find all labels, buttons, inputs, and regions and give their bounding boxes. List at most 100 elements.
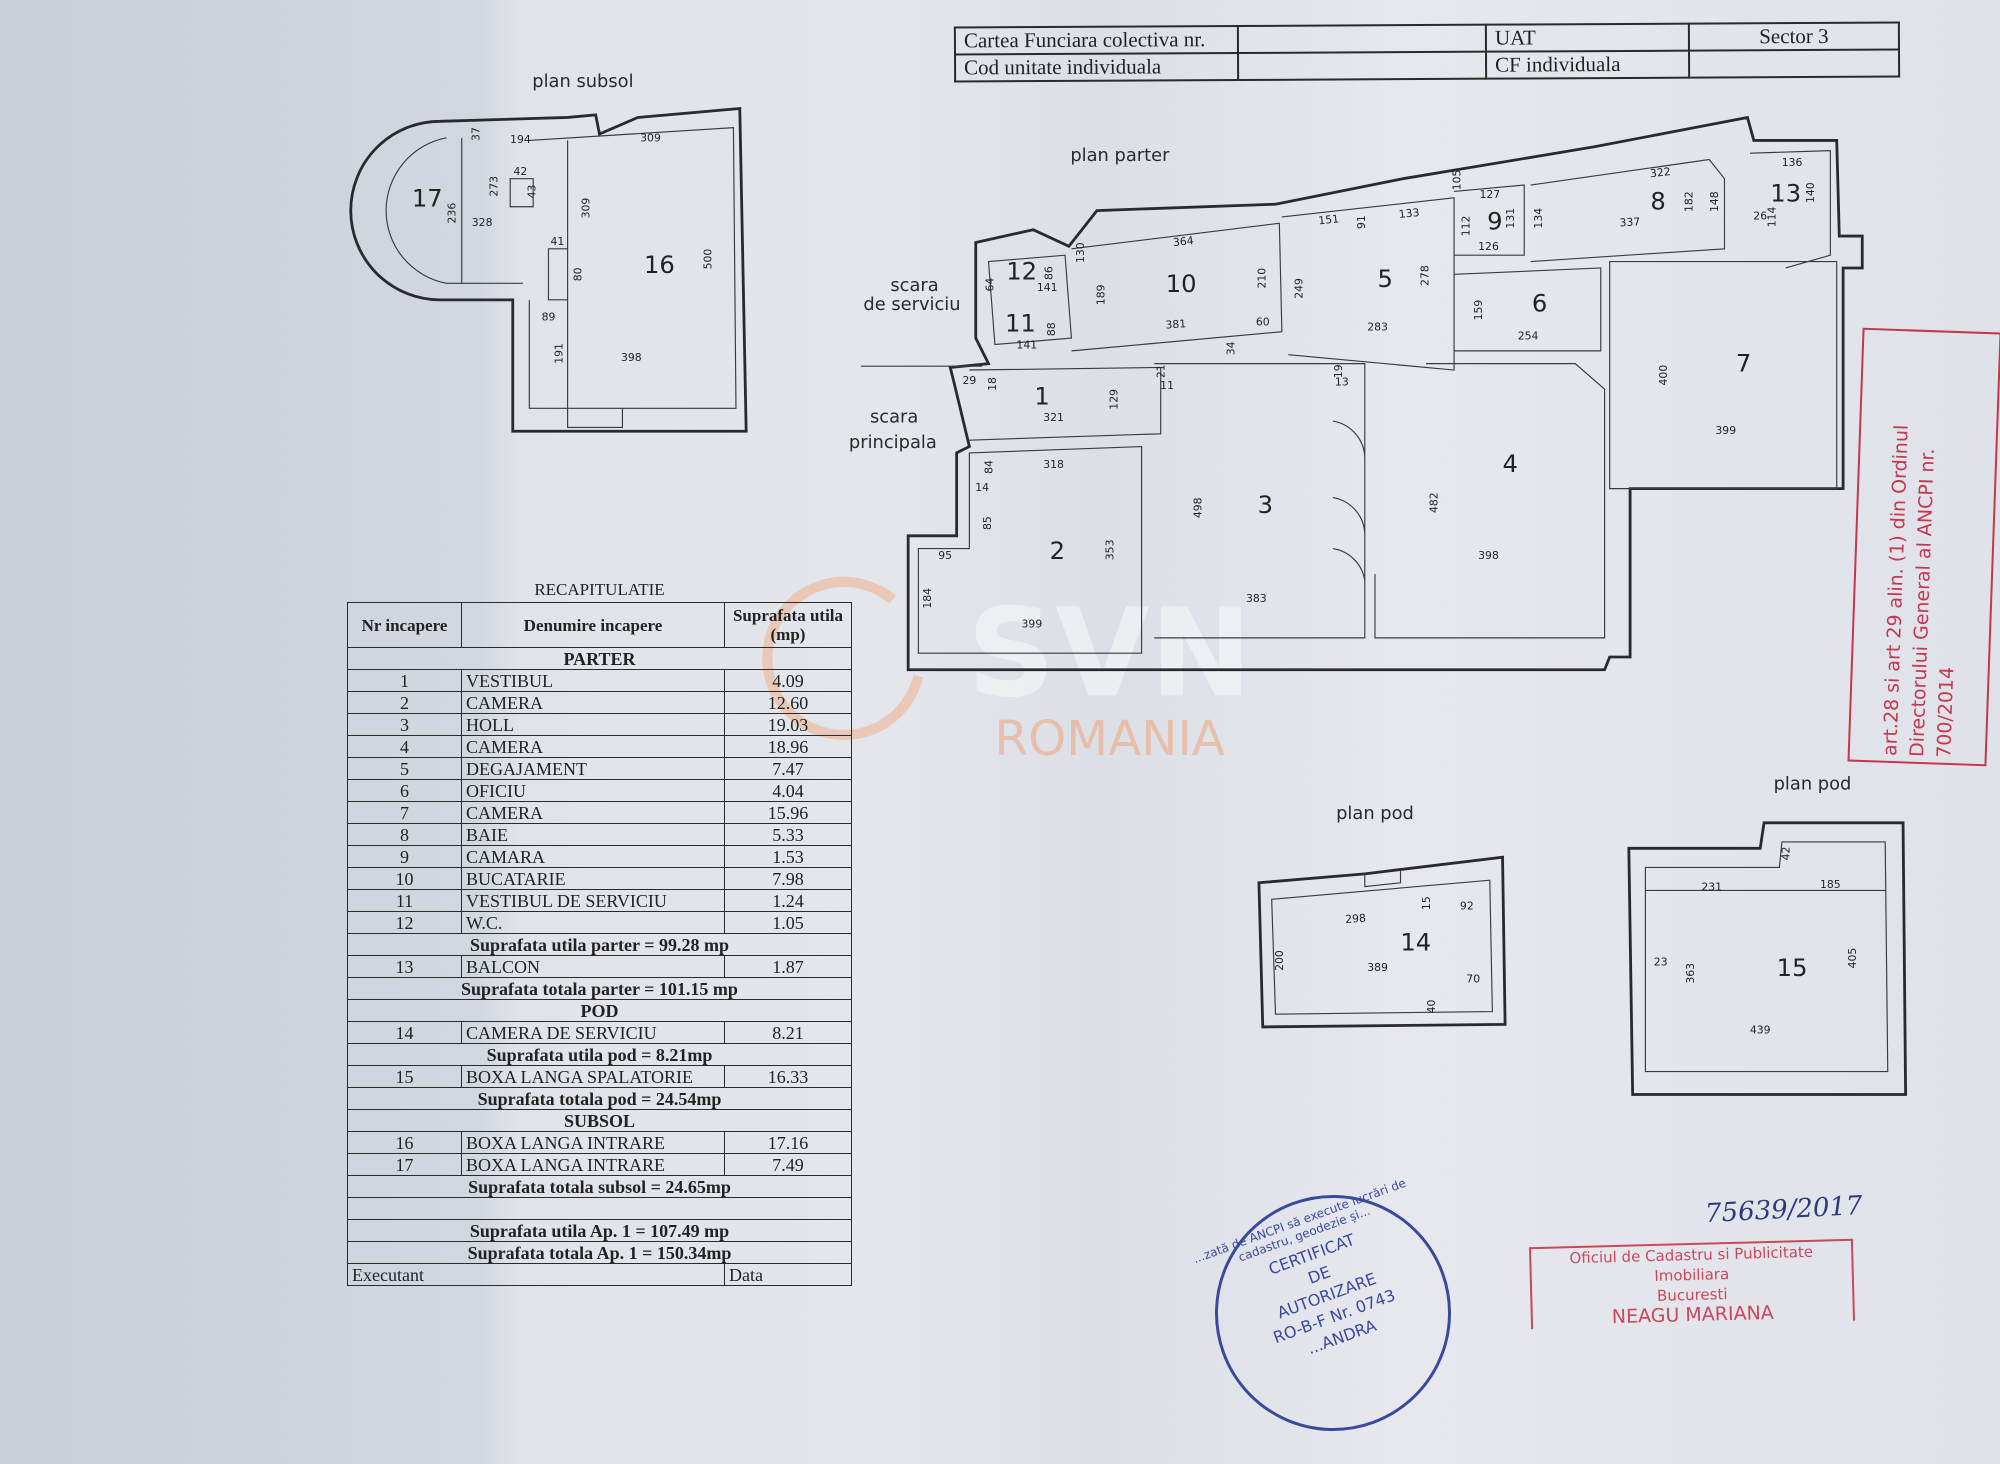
room-nr: 9 [347,845,462,868]
room-number: 5 [1377,265,1392,293]
subtotal-row: Suprafata utila pod = 8.21mp [347,1043,852,1066]
executant-label: Executant [347,1263,725,1286]
plan-pod-1: plan pod [1257,803,1507,1029]
recap-header-row: Nr incapere Denumire incapere Suprafata … [347,602,852,648]
dimension-label: 114 [1766,207,1779,228]
room-name: VESTIBUL [461,669,725,692]
service-stairs-label-1: scara [890,275,938,296]
dimension-label: 389 [1367,961,1388,974]
dimension-label: 134 [1532,208,1545,229]
room-number: 7 [1736,349,1751,377]
subtotal: Suprafata utila pod = 8.21mp [347,1043,852,1066]
room-number: 11 [1005,310,1036,338]
room-area: 1.53 [724,845,852,868]
dimension-label: 405 [1846,948,1859,969]
plan-subsol: plan subsol [349,71,748,433]
dimension-label: 398 [621,351,642,364]
plan-parter: plan parter scara de serviciu scara prin… [849,115,1864,672]
room-number: 3 [1258,491,1273,519]
room-nr: 2 [347,691,462,714]
room-number: 1 [1034,382,1049,410]
dimension-label: 13 [1335,375,1349,388]
room-name: DEGAJAMENT [461,757,725,780]
dimension-label: 363 [1684,963,1697,984]
dimension-label: 141 [1016,338,1037,351]
dimension-label: 400 [1657,365,1670,386]
room-number: 12 [1006,257,1037,285]
apartment-total: Suprafata totala Ap. 1 = 150.34mp [347,1241,852,1264]
room-name: W.C. [461,911,725,934]
dimension-label: 399 [1715,424,1736,437]
col-area: Suprafata utila (mp) [724,602,852,648]
ocpi-stamp: Oficiul de Cadastru si Publicitate Imobi… [1528,1238,1856,1330]
room-name: BAIE [461,823,725,846]
section-row: SUBSOL [347,1109,852,1132]
dimension-label: 41 [551,235,565,248]
parter-outline [906,115,1864,672]
room-area: 5.33 [724,823,852,846]
room-area: 18.96 [724,735,852,758]
dimension-label: 200 [1273,950,1286,971]
dimension-label: 92 [1460,900,1474,913]
dimension-label: 298 [1345,912,1367,926]
room-area: 4.09 [724,669,852,692]
room-name: CAMERA [461,801,725,824]
room-area: 16.33 [724,1065,852,1088]
room-area: 1.24 [724,889,852,912]
dimension-label: 136 [1782,156,1803,169]
dimension-label: 37 [470,127,483,141]
dimension-label: 318 [1043,458,1064,471]
plan-parter-title: plan parter [1070,145,1170,166]
dimension-label: 85 [981,516,994,530]
col-name: Denumire incapere [461,602,725,648]
room-area: 4.04 [724,779,852,802]
dimension-label: 21 [1155,364,1168,378]
dimension-label: 328 [472,216,493,229]
room-area: 15.96 [724,801,852,824]
room-nr: 8 [347,823,462,846]
dimension-label: 70 [1466,972,1480,985]
room-name: BUCATARIE [461,867,725,890]
dimension-label: 84 [982,460,995,474]
dimension-label: 353 [1104,539,1117,560]
room-number: 9 [1487,208,1502,236]
room-nr: 10 [347,867,462,890]
dimension-label: 236 [445,203,458,224]
dimension-label: 231 [1701,880,1722,893]
dimension-label: 383 [1246,592,1267,605]
room-area: 8.21 [724,1021,852,1044]
room-area: 1.87 [724,955,852,978]
room-area: 17.16 [724,1131,852,1154]
dimension-label: 14 [975,481,989,494]
dimension-label: 88 [1045,322,1058,336]
dimension-label: 398 [1478,549,1499,562]
service-stairs-label-2: de serviciu [863,294,960,315]
dimension-label: 64 [984,278,997,292]
room-name: CAMERA [461,691,725,714]
dimension-label: 278 [1419,265,1432,286]
ancpi-order-stamp: art.28 si art 29 alin. (1) din Ordinul D… [1847,327,2000,767]
dimension-label: 131 [1504,208,1517,229]
room-name: BOXA LANGA SPALATORIE [461,1065,725,1088]
dimension-label: 80 [572,267,585,281]
dimension-label: 148 [1708,191,1721,212]
dimension-label: 189 [1095,284,1108,305]
parter-walls [860,150,1838,654]
dimension-label: 140 [1804,182,1817,203]
dimension-label: 23 [1654,956,1668,969]
section-row: PARTER [347,647,852,670]
subtotal-row: Suprafata totala pod = 24.54mp [347,1087,852,1110]
dimension-label: 34 [1225,341,1238,355]
dimension-label: 129 [1107,389,1120,410]
subtotal: Suprafata utila parter = 99.28 mp [347,933,852,956]
room-name: BOXA LANGA INTRARE [461,1131,725,1154]
room-number: 6 [1532,289,1547,317]
dimension-label: 141 [1037,281,1058,294]
